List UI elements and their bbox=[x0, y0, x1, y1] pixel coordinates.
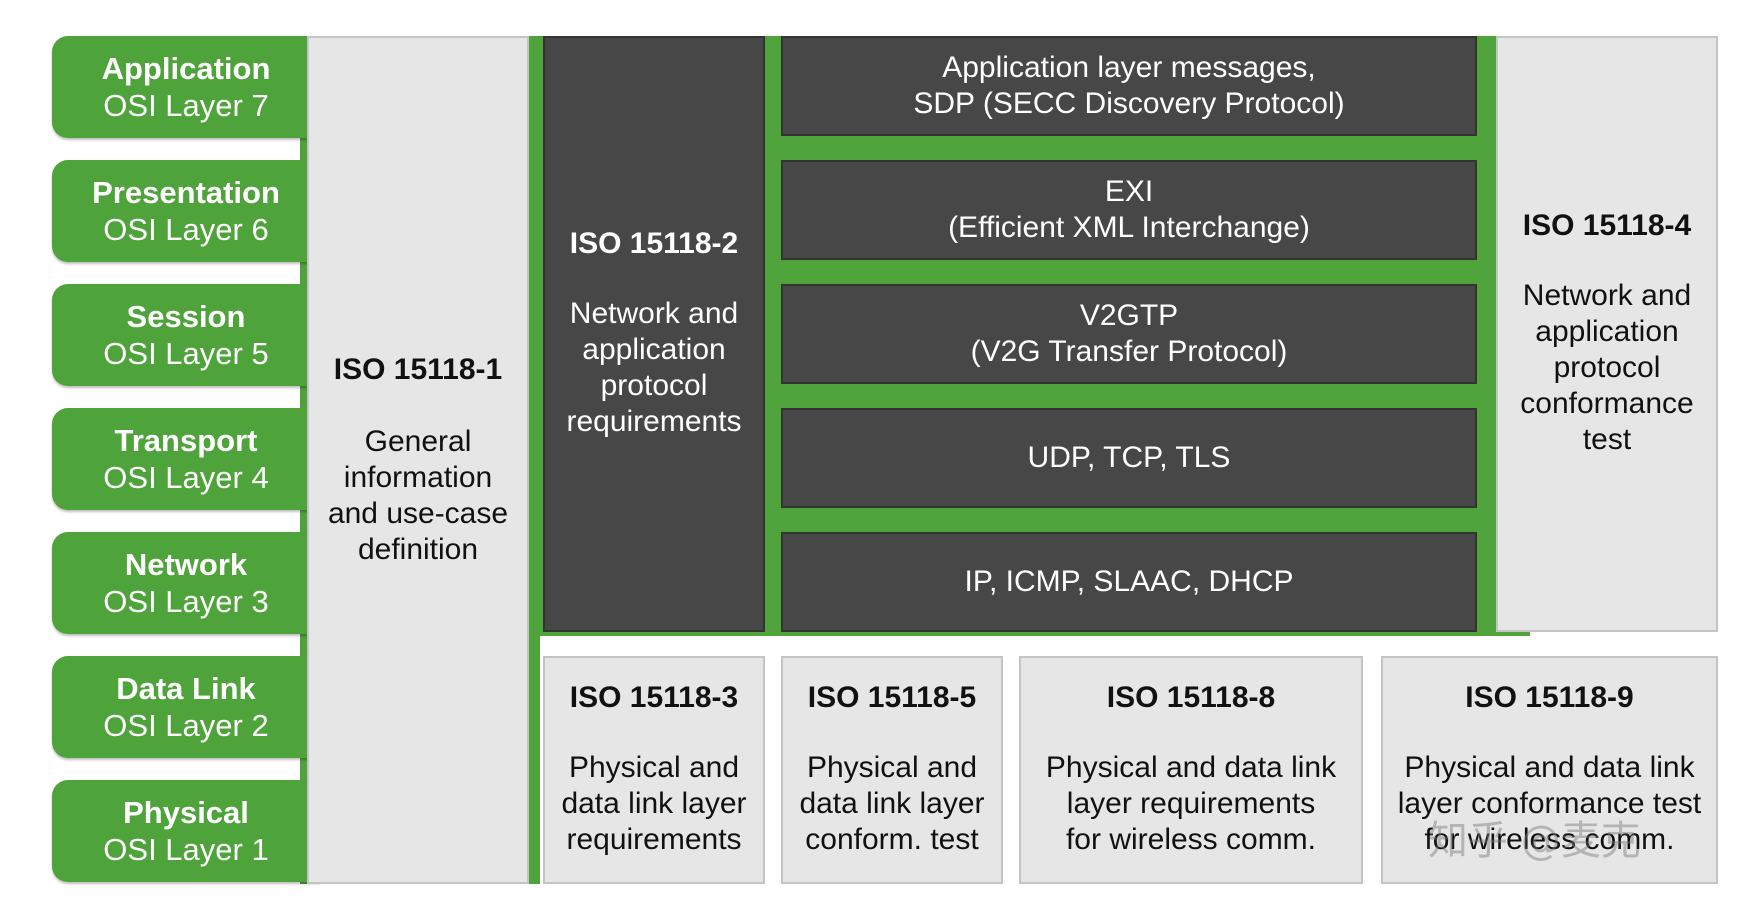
protocol-box-network: IP, ICMP, SLAAC, DHCP bbox=[781, 532, 1477, 632]
iso-15118-5-box: ISO 15118-5 Physical and data link layer… bbox=[781, 656, 1003, 884]
iso-15118-9-box: ISO 15118-9 Physical and data link layer… bbox=[1381, 656, 1718, 884]
iso-15118-1-box: ISO 15118-1 General information and use-… bbox=[307, 36, 529, 884]
osi-layer-application: Application OSI Layer 7 bbox=[52, 36, 320, 138]
standard-desc-line: application bbox=[582, 333, 726, 366]
iso-15118-3-box: ISO 15118-3 Physical and data link layer… bbox=[543, 656, 765, 884]
iso-15118-8-box: ISO 15118-8 Physical and data link layer… bbox=[1019, 656, 1363, 884]
standard-desc-line: definition bbox=[357, 533, 479, 566]
standard-desc-line: protocol bbox=[600, 369, 708, 402]
standard-desc-line: application bbox=[1535, 315, 1679, 348]
standard-desc-line: and use-case bbox=[327, 497, 509, 530]
osi-layer-number: OSI Layer 5 bbox=[103, 336, 269, 371]
osi-layer-transport: Transport OSI Layer 4 bbox=[52, 408, 320, 510]
standard-desc-line: information bbox=[343, 461, 493, 494]
osi-layer-presentation: Presentation OSI Layer 6 bbox=[52, 160, 320, 262]
standard-desc-line: requirements bbox=[566, 823, 742, 856]
osi-layer-name: Session bbox=[126, 299, 246, 334]
protocol-line: SDP (SECC Discovery Protocol) bbox=[913, 87, 1345, 120]
protocol-line: (V2G Transfer Protocol) bbox=[970, 335, 1288, 368]
protocol-line: UDP, TCP, TLS bbox=[1027, 441, 1231, 474]
standard-desc-line: data link layer bbox=[561, 787, 747, 820]
protocol-line: EXI bbox=[1104, 175, 1154, 208]
osi-layer-name: Physical bbox=[123, 795, 249, 830]
standard-desc-line: Physical and bbox=[568, 751, 740, 784]
watermark-text: 知乎 @麦克 bbox=[1428, 818, 1641, 864]
osi-layer-number: OSI Layer 7 bbox=[103, 88, 269, 123]
osi-layer-name: Data Link bbox=[116, 671, 256, 706]
standard-desc-line: layer conformance test bbox=[1397, 787, 1702, 820]
standard-desc-line: for wireless comm. bbox=[1065, 823, 1317, 856]
osi-layer-number: OSI Layer 1 bbox=[103, 832, 269, 867]
protocol-box-transport: UDP, TCP, TLS bbox=[781, 408, 1477, 508]
protocol-line: Application layer messages, bbox=[942, 51, 1316, 84]
standard-desc-line: test bbox=[1582, 423, 1632, 456]
standard-desc-line: conform. test bbox=[805, 823, 979, 856]
standard-desc-line: Physical and bbox=[806, 751, 978, 784]
osi-layer-number: OSI Layer 4 bbox=[103, 460, 269, 495]
osi-layer-name: Network bbox=[124, 547, 248, 582]
standard-desc-line: Network and bbox=[569, 297, 739, 330]
osi-layer-number: OSI Layer 6 bbox=[103, 212, 269, 247]
osi-layer-network: Network OSI Layer 3 bbox=[52, 532, 320, 634]
osi-layer-data-link: Data Link OSI Layer 2 bbox=[52, 656, 320, 758]
standard-desc-line: for wireless comm. bbox=[1424, 823, 1675, 856]
standard-title: ISO 15118-4 bbox=[1522, 209, 1692, 242]
iso-15118-2-box: ISO 15118-2 Network and application prot… bbox=[543, 36, 765, 632]
protocol-line: V2GTP bbox=[1079, 299, 1179, 332]
protocol-box-v2gtp: V2GTP (V2G Transfer Protocol) bbox=[781, 284, 1477, 384]
osi-layer-number: OSI Layer 2 bbox=[103, 708, 269, 743]
standard-title: ISO 15118-2 bbox=[569, 227, 739, 260]
osi-layer-number: OSI Layer 3 bbox=[103, 584, 269, 619]
protocol-line: IP, ICMP, SLAAC, DHCP bbox=[964, 565, 1294, 598]
protocol-box-exi: EXI (Efficient XML Interchange) bbox=[781, 160, 1477, 260]
standard-title: ISO 15118-5 bbox=[807, 681, 977, 714]
standard-desc-line: Physical and data link bbox=[1404, 751, 1695, 784]
standard-title: ISO 15118-1 bbox=[333, 353, 503, 386]
osi-layer-physical: Physical OSI Layer 1 bbox=[52, 780, 320, 882]
protocol-line: (Efficient XML Interchange) bbox=[948, 211, 1310, 244]
osi-layer-name: Application bbox=[101, 51, 271, 86]
standard-title: ISO 15118-8 bbox=[1106, 681, 1276, 714]
standard-desc-line: layer requirements bbox=[1066, 787, 1316, 820]
standard-desc-line: Physical and data link bbox=[1045, 751, 1337, 784]
osi-layer-name: Presentation bbox=[92, 175, 280, 210]
standard-desc-line: data link layer bbox=[799, 787, 985, 820]
osi-layer-session: Session OSI Layer 5 bbox=[52, 284, 320, 386]
standard-desc-line: conformance bbox=[1520, 387, 1694, 420]
standard-desc-line: protocol bbox=[1553, 351, 1661, 384]
standard-desc-line: requirements bbox=[566, 405, 742, 438]
iso-15118-4-box: ISO 15118-4 Network and application prot… bbox=[1496, 36, 1718, 632]
standard-title: ISO 15118-3 bbox=[569, 681, 739, 714]
protocol-box-application: Application layer messages, SDP (SECC Di… bbox=[781, 36, 1477, 136]
standard-title: ISO 15118-9 bbox=[1465, 681, 1634, 714]
standard-desc-line: General bbox=[364, 425, 472, 458]
standard-desc-line: Network and bbox=[1522, 279, 1692, 312]
osi-layer-name: Transport bbox=[114, 423, 258, 458]
